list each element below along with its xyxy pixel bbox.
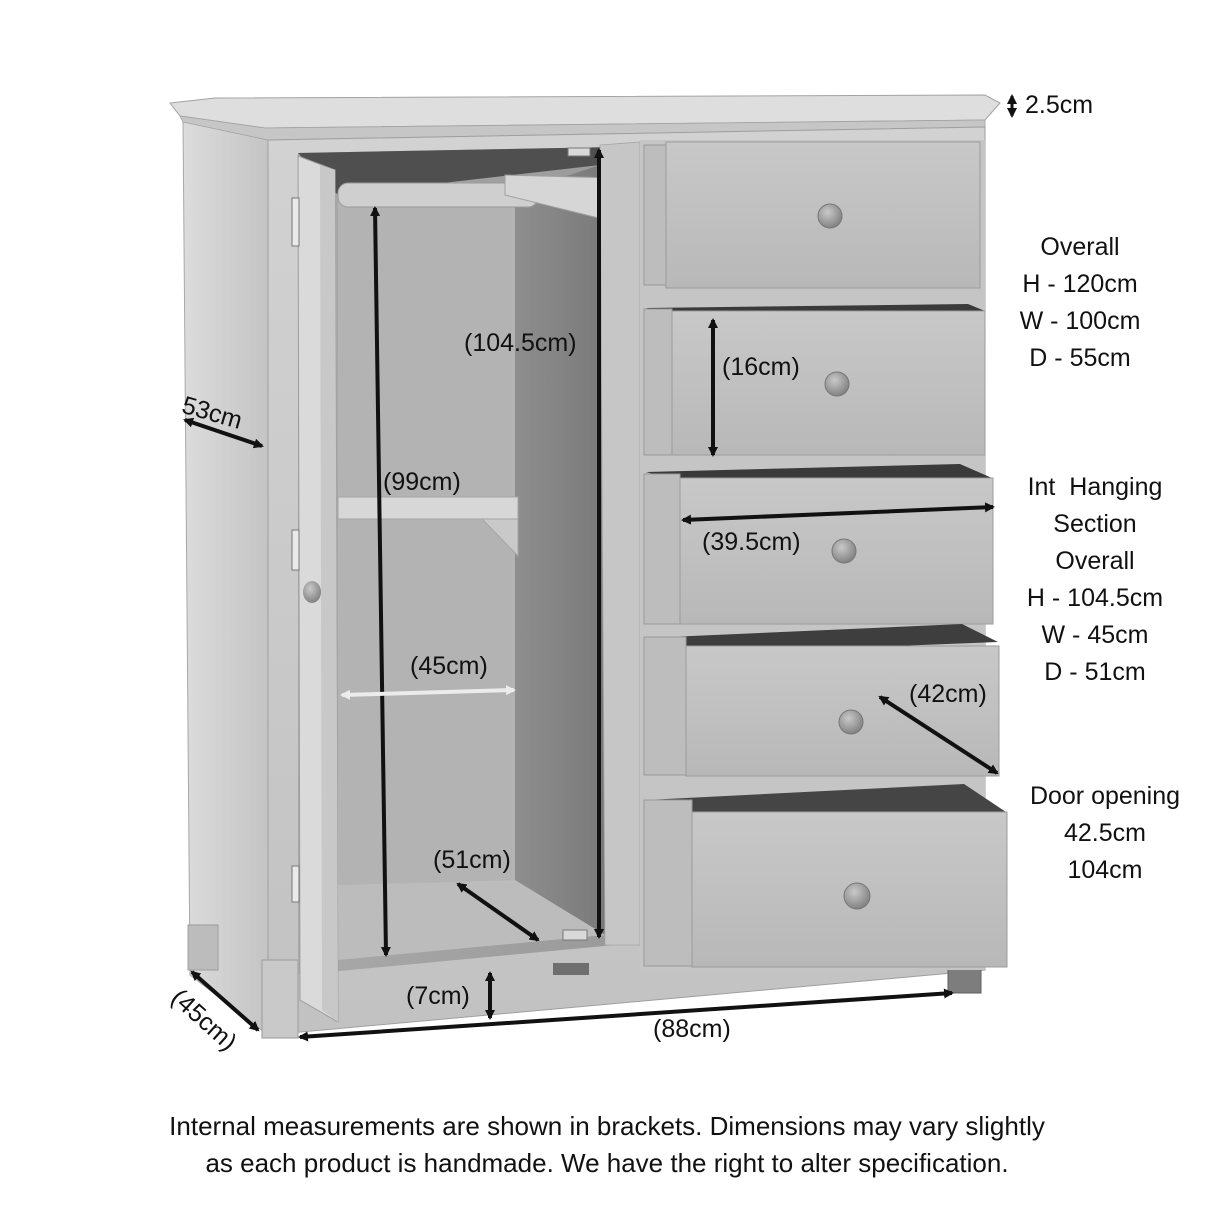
- disclaimer-line-1: Internal measurements are shown in brack…: [169, 1111, 1045, 1141]
- disclaimer-text: Internal measurements are shown in brack…: [0, 1108, 1214, 1182]
- label-drawer-width: (39.5cm): [702, 528, 801, 556]
- drawer-1: [643, 141, 981, 289]
- spec-hanging-section: Int Hanging Section Overall H - 104.5cm …: [1010, 469, 1180, 691]
- label-base-width: (88cm): [653, 1015, 731, 1043]
- spec-hanging-width: W - 45cm: [1041, 621, 1149, 649]
- drawer-knob-2: [824, 371, 850, 397]
- arrow-side-depth: [183, 417, 264, 449]
- arrow-drawer-depth: [878, 695, 999, 775]
- wardrobe-door-open: [291, 155, 339, 1023]
- spec-hanging-title-3: Overall: [1055, 547, 1135, 575]
- spec-door-width: 42.5cm: [1064, 819, 1146, 847]
- spec-overall-width: W - 100cm: [1019, 307, 1141, 335]
- arrow-base-width: [298, 988, 954, 1042]
- dimension-arrows: [183, 94, 1017, 1042]
- label-top-thickness: 2.5cm: [1025, 91, 1094, 119]
- arrow-rail-height: [370, 206, 391, 957]
- cabinet-top: [169, 94, 1001, 141]
- drawer-3: [643, 464, 994, 625]
- spec-overall-title: Overall: [1040, 233, 1120, 261]
- spec-hanging-height: H - 104.5cm: [1026, 584, 1164, 612]
- arrow-base-depth: [190, 970, 260, 1032]
- spec-door-height: 104cm: [1067, 856, 1143, 884]
- label-leg-clearance: (7cm): [406, 982, 470, 1010]
- spec-overall-depth: D - 55cm: [1029, 344, 1131, 372]
- spec-overall-height: H - 120cm: [1022, 270, 1138, 298]
- arrow-drawer-width: [681, 502, 995, 525]
- arrow-interior-depth: [456, 882, 540, 942]
- drawer-knob-5: [843, 882, 871, 910]
- spec-overall: Overall H - 120cm W - 100cm D - 55cm: [1000, 229, 1160, 377]
- drawer-2: [643, 304, 986, 456]
- arrow-interior-width: [340, 685, 516, 700]
- cabinet-side-panel: [182, 119, 269, 1037]
- label-interior-height-full: (104.5cm): [464, 329, 577, 357]
- label-drawer-depth: (42cm): [909, 680, 987, 708]
- drawer-knob-4: [838, 709, 864, 735]
- drawer-knob-3: [831, 538, 857, 564]
- label-drawer-height: (16cm): [722, 353, 800, 381]
- spec-hanging-depth: D - 51cm: [1044, 658, 1146, 686]
- drawer-5: [643, 784, 1008, 968]
- drawer-knob-1: [817, 203, 843, 229]
- disclaimer-line-2: as each product is handmade. We have the…: [205, 1148, 1009, 1178]
- spec-hanging-title-1: Int Hanging: [1027, 473, 1163, 501]
- label-interior-width: (45cm): [410, 652, 488, 680]
- spec-door-opening: Door opening 42.5cm 104cm: [1015, 778, 1195, 889]
- spec-hanging-title-2: Section: [1053, 510, 1137, 538]
- label-interior-height-rail: (99cm): [383, 468, 461, 496]
- spec-door-title: Door opening: [1029, 782, 1181, 810]
- label-interior-depth: (51cm): [433, 846, 511, 874]
